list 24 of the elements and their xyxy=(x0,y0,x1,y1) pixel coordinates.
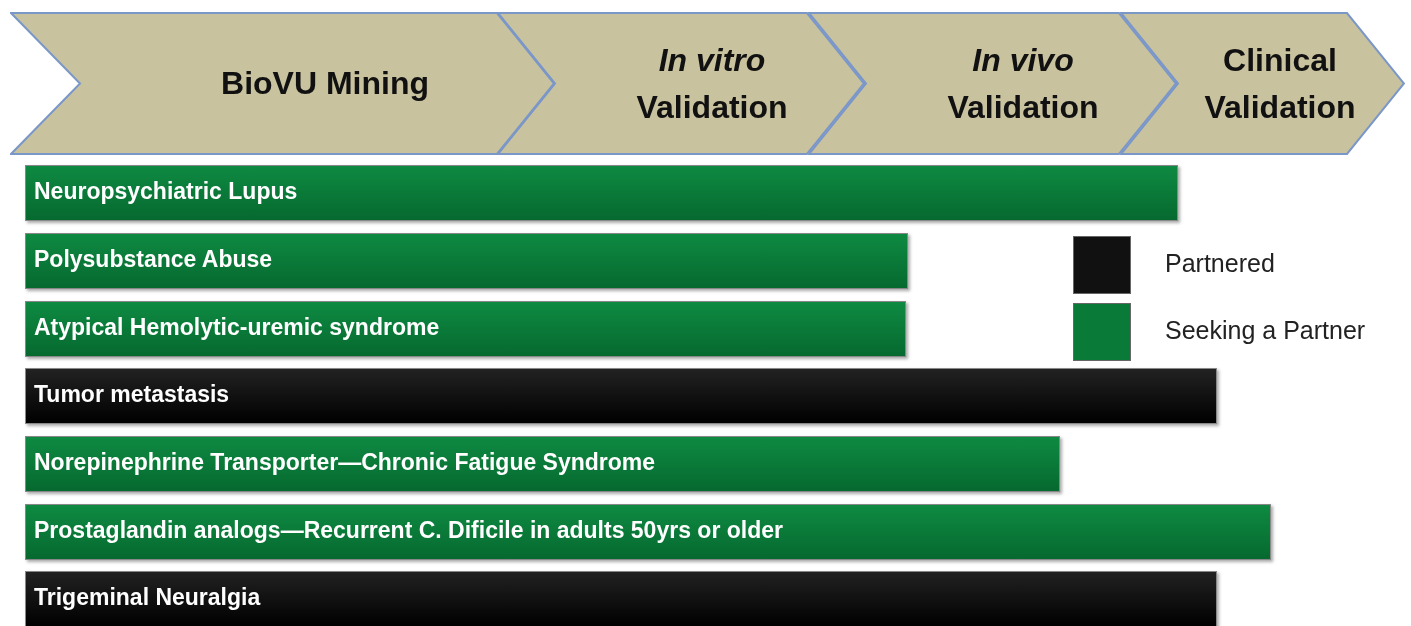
stage-step xyxy=(808,12,1177,155)
bar-label: Atypical Hemolytic-uremic syndrome xyxy=(34,314,440,341)
bar-label: Trigeminal Neuralgia xyxy=(34,584,261,611)
bar-label: Norepinephrine Transporter—Chronic Fatigue Syndrome xyxy=(34,449,656,476)
stage-step xyxy=(1120,12,1405,155)
bar-label: Polysubstance Abuse xyxy=(34,246,273,273)
legend-label: Partnered xyxy=(1165,249,1275,278)
stage-label: In vivo Validation xyxy=(946,41,1100,127)
progress-bar xyxy=(25,368,1217,424)
stage-label: BioVU Mining xyxy=(220,64,430,104)
stage-step xyxy=(10,12,555,155)
progress-bar xyxy=(25,233,908,289)
legend-label: Seeking a Partner xyxy=(1165,316,1366,345)
progress-bar xyxy=(25,165,1178,221)
stage-label: In vitro Validation xyxy=(635,41,789,127)
bar-label: Tumor metastasis xyxy=(34,381,230,408)
progress-bar xyxy=(25,436,1060,492)
stage-step xyxy=(497,12,865,155)
bar-label: Prostaglandin analogs—Recurrent C. Dificile in adults 50yrs or older xyxy=(34,517,783,544)
progress-bar xyxy=(25,301,906,357)
stage-label: Clinical Validation xyxy=(1203,41,1357,127)
progress-bar xyxy=(25,504,1271,560)
progress-bar xyxy=(25,571,1217,626)
bar-label: Neuropsychiatric Lupus xyxy=(34,178,298,205)
